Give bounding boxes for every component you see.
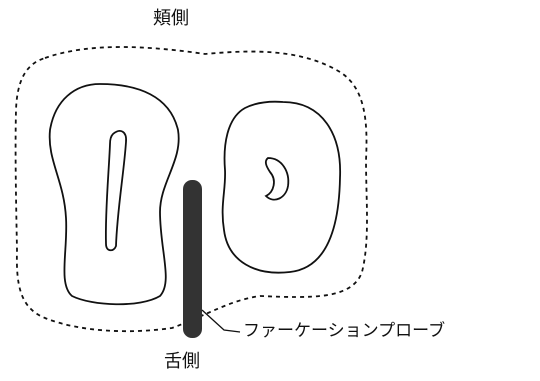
left-root-outline: [48, 83, 180, 306]
lingual-side-label: 舌側: [164, 351, 200, 372]
probe-label: ファーケーションプローブ: [243, 321, 446, 341]
probe-leader-line: [201, 309, 241, 333]
right-root-outline: [221, 100, 341, 274]
right-root-canal: [264, 157, 290, 201]
dashed-outline: [14, 46, 368, 333]
left-root-canal: [104, 130, 127, 252]
buccal-side-label: 頬側: [153, 8, 189, 29]
furcation-probe: [183, 180, 202, 338]
